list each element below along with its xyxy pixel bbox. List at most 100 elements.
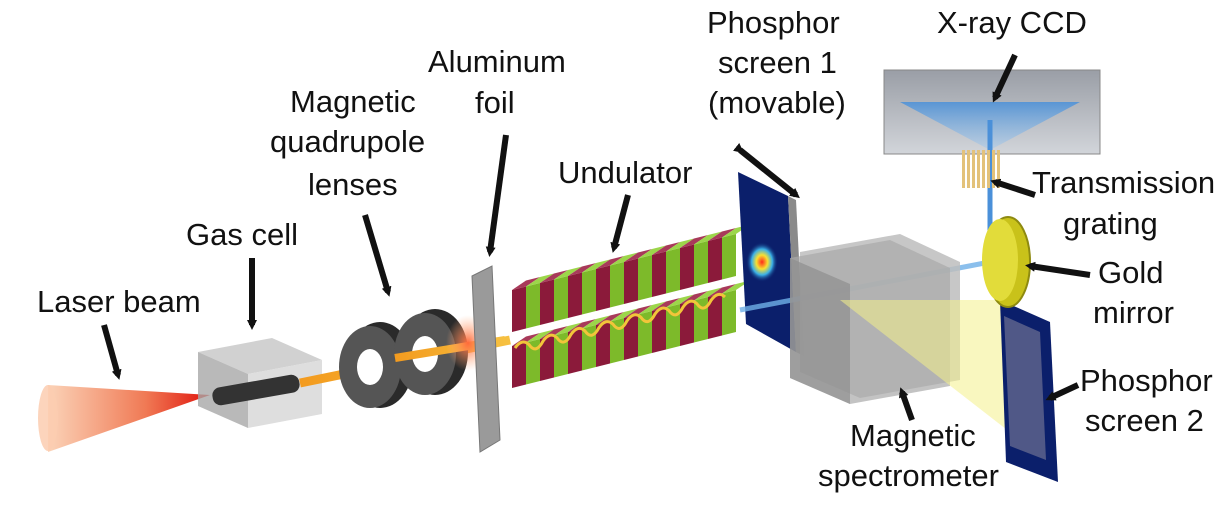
xray-ccd <box>883 69 1101 258</box>
undulator-magnet <box>554 276 568 322</box>
undulator-magnet-top <box>708 284 736 297</box>
undulator-magnet-top <box>582 315 610 329</box>
undulator-magnet-top <box>624 249 652 262</box>
arrow-spectrometer <box>898 387 915 422</box>
undulator-magnet-top <box>554 266 582 280</box>
undulator-magnet <box>512 286 526 332</box>
undulator-magnet <box>652 307 666 353</box>
undulator <box>512 224 750 388</box>
label-gold-1: Gold <box>1098 255 1163 290</box>
label-quadrupole-2: quadrupole <box>270 124 425 159</box>
undulator-magnet <box>554 332 568 378</box>
laser-beam <box>38 385 210 452</box>
undulator-magnet <box>652 251 666 297</box>
undulator-magnet <box>540 335 554 381</box>
arrow-transmission <box>990 178 1036 198</box>
undulator-magnet-top <box>666 294 694 308</box>
undulator-magnet-top <box>596 256 624 269</box>
label-spectrometer-2: spectrometer <box>818 458 999 493</box>
undulator-magnet-top <box>680 291 708 304</box>
undulator-magnet <box>596 321 610 367</box>
undulator-magnet-top <box>708 228 736 241</box>
undulator-magnet <box>610 262 624 308</box>
arrow-gold-mirror <box>1025 261 1091 278</box>
grating-bar <box>977 150 980 188</box>
label-xray-ccd: X-ray CCD <box>937 5 1087 40</box>
undulator-magnet <box>708 237 722 283</box>
undulator-magnet <box>624 314 638 360</box>
arrow-quadrupole <box>362 214 392 297</box>
arrow-xray-ccd <box>992 53 1018 103</box>
undulator-magnet <box>722 290 736 336</box>
undulator-magnet-top <box>526 273 554 287</box>
undulator-magnet-top <box>638 301 666 315</box>
label-phosphor1-3: (movable) <box>708 85 846 120</box>
undulator-magnet-top <box>694 231 722 245</box>
arrow-phosphor-1 <box>732 142 800 199</box>
undulator-magnet <box>596 265 610 311</box>
undulator-magnet-top <box>582 259 610 273</box>
text-labels: Laser beam Gas cell Magnetic quadrupole … <box>37 5 1215 493</box>
gold-mirror <box>982 216 1031 308</box>
undulator-magnet-top <box>666 238 694 252</box>
electron-wiggle-path <box>513 292 727 351</box>
label-aluminum-1: Aluminum <box>428 44 566 79</box>
label-phosphor2-1: Phosphor <box>1080 363 1213 398</box>
undulator-magnet <box>526 283 540 329</box>
grating-bar <box>982 150 985 188</box>
undulator-magnet <box>582 269 596 315</box>
undulator-magnet <box>568 272 582 318</box>
aluminum-foil <box>471 265 501 453</box>
undulator-magnet-top <box>526 329 554 343</box>
arrow-aluminum-foil <box>485 134 509 257</box>
undulator-magnet <box>638 255 652 301</box>
undulator-magnet-top <box>638 245 666 259</box>
phosphor-screen-2 <box>1000 300 1058 482</box>
undulator-magnet <box>568 328 582 374</box>
transmission-grating <box>962 150 1000 188</box>
undulator-magnet <box>624 258 638 304</box>
label-quadrupole-3: lenses <box>308 167 398 202</box>
grating-bar <box>992 150 995 188</box>
gas-cell <box>198 338 322 428</box>
arrow-phosphor-2 <box>1045 382 1080 401</box>
undulator-magnet-top <box>722 280 750 294</box>
label-gold-2: mirror <box>1093 295 1174 330</box>
undulator-magnet-top <box>610 252 638 266</box>
undulator-magnet <box>666 248 680 294</box>
undulator-magnet-top <box>680 235 708 248</box>
label-quadrupole-1: Magnetic <box>290 84 416 119</box>
label-transmission-2: grating <box>1063 206 1158 241</box>
label-transmission-1: Transmission <box>1032 165 1215 200</box>
undulator-magnet-top <box>540 270 568 283</box>
grating-bar <box>967 150 970 188</box>
label-phosphor2-2: screen 2 <box>1085 403 1204 438</box>
undulator-magnet-top <box>652 298 680 311</box>
label-spectrometer-1: Magnetic <box>850 418 976 453</box>
undulator-magnet <box>680 244 694 290</box>
undulator-magnet-top <box>568 263 596 276</box>
undulator-magnet <box>680 300 694 346</box>
undulator-magnet <box>694 241 708 287</box>
undulator-magnet-top <box>512 277 540 290</box>
label-laser-beam: Laser beam <box>37 284 201 319</box>
undulator-magnet <box>540 279 554 325</box>
label-aluminum-2: foil <box>475 85 515 120</box>
grating-bar <box>987 150 990 188</box>
label-gas-cell: Gas cell <box>186 217 298 252</box>
grating-bar <box>997 150 1000 188</box>
undulator-magnet-top <box>610 308 638 322</box>
label-undulator: Undulator <box>558 155 692 190</box>
arrow-undulator <box>610 194 631 253</box>
undulator-magnet <box>708 293 722 339</box>
electron-fan <box>840 300 1020 440</box>
label-phosphor1-1: Phosphor <box>707 5 840 40</box>
undulator-magnet <box>512 342 526 388</box>
arrow-laser-beam <box>101 324 122 380</box>
undulator-magnet-top <box>694 287 722 301</box>
undulator-magnet-top <box>652 242 680 255</box>
undulator-magnet <box>722 234 736 280</box>
grating-bar <box>962 150 965 188</box>
grating-bar <box>972 150 975 188</box>
